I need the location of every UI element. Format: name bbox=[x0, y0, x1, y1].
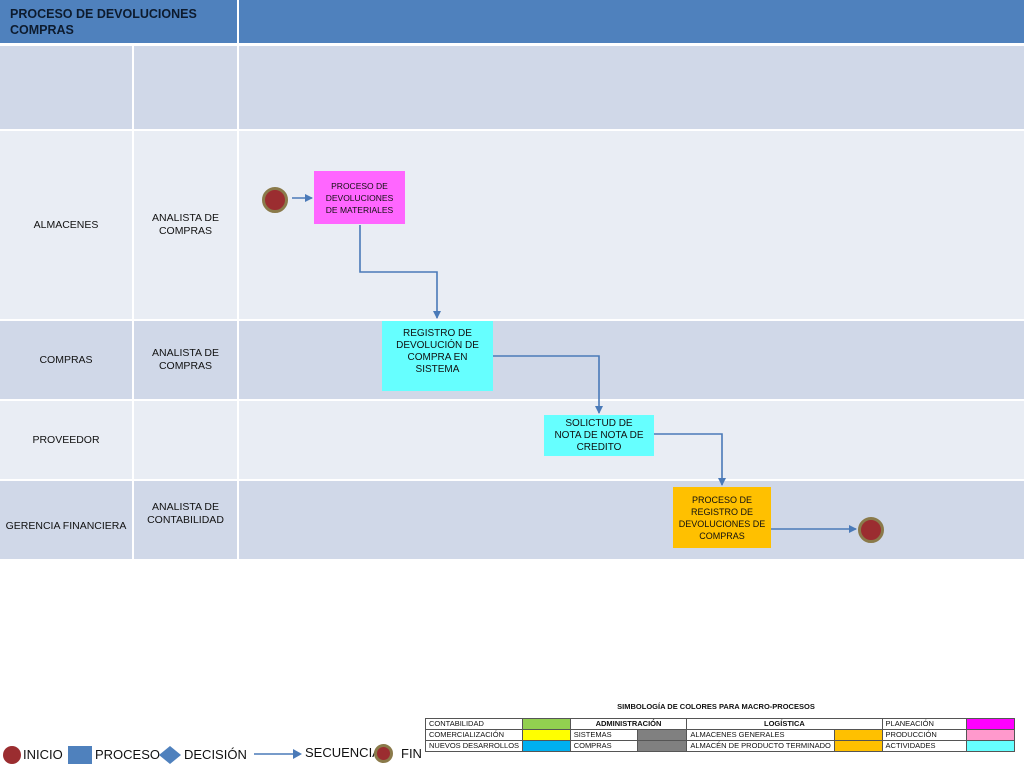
legend-proceso-icon bbox=[68, 746, 92, 764]
lane-role-compras: ANALISTA DE COMPRAS bbox=[134, 321, 237, 399]
top-band-area bbox=[0, 46, 132, 129]
process-registro-devolucion: REGISTRO DE DEVOLUCIÓN DE COMPRA EN SIST… bbox=[382, 321, 493, 391]
top-band-role bbox=[134, 46, 237, 129]
process-solicitud-nota-credito: SOLICTUD DE NOTA DE NOTA DE CREDITO bbox=[544, 415, 654, 456]
legend-inicio-icon bbox=[3, 746, 21, 764]
lane-area-almacenes: ALMACENES bbox=[0, 131, 132, 319]
symbology-label: NUEVOS DESARROLLOS bbox=[424, 740, 524, 752]
symbology-label: ADMINISTRACIÓN bbox=[569, 718, 688, 730]
arrow-proc3-to-proc4 bbox=[654, 433, 726, 486]
lane-body-compras bbox=[239, 321, 1024, 399]
legend-fin-label: FIN bbox=[401, 746, 422, 761]
legend-secuencia-label: SECUENCIA bbox=[305, 745, 381, 760]
symbology-color-swatch bbox=[833, 740, 883, 752]
symbology-color-swatch bbox=[522, 729, 571, 741]
lane-area-proveedor: PROVEEDOR bbox=[0, 401, 132, 479]
arrow-proc2-to-proc3 bbox=[493, 355, 603, 414]
end-event bbox=[858, 517, 884, 543]
symbology-label: COMPRAS bbox=[569, 740, 638, 752]
symbology-label: COMERCIALIZACIÓN bbox=[424, 729, 524, 741]
process-devoluciones-materiales: PROCESO DE DEVOLUCIONES DE MATERIALES bbox=[314, 171, 405, 224]
lane-role-gerencia-financiera: ANALISTA DE CONTABILIDAD bbox=[134, 481, 237, 559]
symbology-label: ACTIVIDADES bbox=[881, 740, 968, 752]
legend-secuencia-icon bbox=[254, 749, 302, 759]
symbology-title: SIMBOLOGÍA DE COLORES PARA MACRO-PROCESO… bbox=[617, 702, 815, 711]
symbology-color-swatch bbox=[966, 718, 1015, 730]
symbology-color-swatch bbox=[966, 740, 1015, 752]
symbology-label: ALMACÉN DE PRODUCTO TERMINADO bbox=[686, 740, 835, 752]
start-event bbox=[262, 187, 288, 213]
page-title: PROCESO DE DEVOLUCIONES COMPRAS bbox=[0, 0, 237, 43]
symbology-label: CONTABILIDAD bbox=[424, 718, 524, 730]
symbology-color-swatch bbox=[833, 729, 883, 741]
lane-body-almacenes bbox=[239, 131, 1024, 319]
symbology-color-swatch bbox=[522, 740, 571, 752]
symbology-color-swatch bbox=[636, 740, 688, 752]
symbology-row: COMERCIALIZACIÓN SISTEMAS ALMACENES GENERA… bbox=[424, 729, 1015, 741]
symbology-color-swatch bbox=[522, 718, 571, 730]
symbology-label: LOGÍSTICA bbox=[686, 718, 883, 730]
symbology-color-swatch bbox=[966, 729, 1015, 741]
process-registro-devoluciones-compras: PROCESO DE REGISTRO DE DEVOLUCIONES DE C… bbox=[673, 487, 771, 548]
lane-area-gerencia-financiera: GERENCIA FINANCIERA bbox=[0, 481, 132, 559]
arrow-proc1-to-proc2 bbox=[359, 225, 441, 319]
header-bar bbox=[239, 0, 1024, 43]
legend-fin-icon bbox=[374, 744, 393, 763]
symbology-row: NUEVOS DESARROLLOS COMPRAS ALMACÉN DE PROD… bbox=[424, 740, 1015, 752]
lane-role-almacenes: ANALISTA DE COMPRAS bbox=[134, 131, 237, 319]
legend-decision-label: DECISIÓN bbox=[184, 747, 247, 762]
symbology-label: SISTEMAS bbox=[569, 729, 638, 741]
legend-decision-icon bbox=[159, 746, 181, 764]
lane-body-gerencia-financiera bbox=[239, 481, 1024, 559]
symbology-color-swatch bbox=[636, 729, 688, 741]
lane-role-proveedor bbox=[134, 401, 237, 479]
symbology-label: PRODUCCIÓN bbox=[881, 729, 968, 741]
top-band-body bbox=[239, 46, 1024, 129]
legend-proceso-label: PROCESO bbox=[95, 747, 161, 762]
legend-inicio-label: INICIO bbox=[23, 747, 63, 762]
lane-area-compras: COMPRAS bbox=[0, 321, 132, 399]
symbology-label: PLANEACIÓN bbox=[881, 718, 968, 730]
symbology-label: ALMACENES GENERALES bbox=[686, 729, 835, 741]
